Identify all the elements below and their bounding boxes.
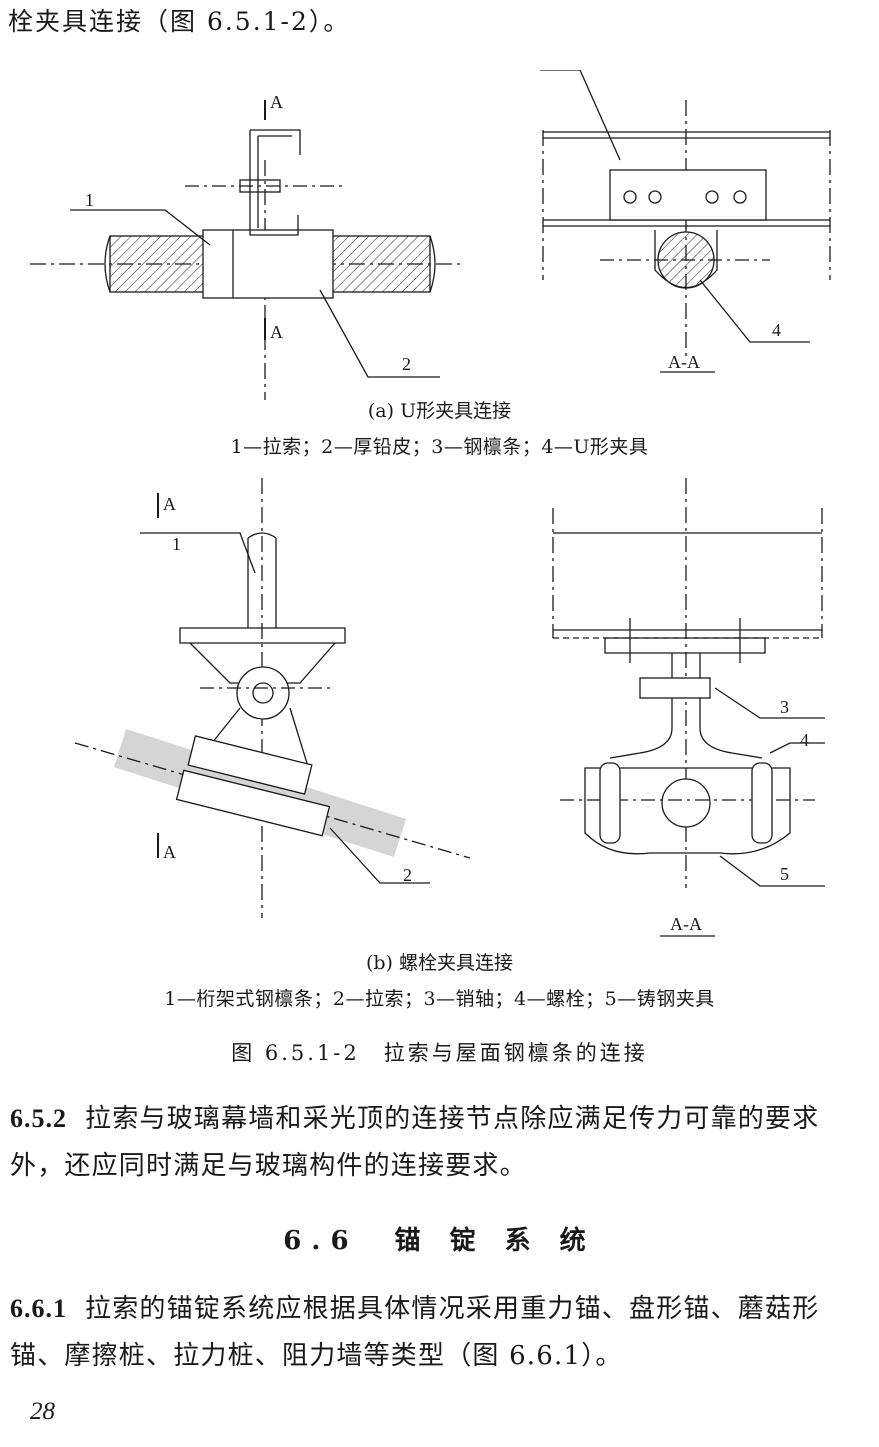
- label-a-2: 2: [402, 354, 411, 374]
- label-b-5: 5: [780, 864, 789, 884]
- clause-number: 6.6.1: [10, 1294, 67, 1323]
- figure-a-caption: (a) U形夹具连接: [367, 400, 512, 422]
- label-b-section-top: A: [163, 494, 176, 514]
- figure-b-caption: (b) 螺栓夹具连接: [365, 952, 514, 974]
- label-b-section-bottom: A: [163, 842, 176, 862]
- page-number: 28: [30, 1398, 55, 1425]
- figure-caption: 图 6.5.1-2 拉索与屋面钢檩条的连接: [231, 1041, 648, 1065]
- label-a-section-bottom: A: [270, 322, 283, 342]
- label-b-3: 3: [780, 697, 789, 717]
- figure-a-legend: 1—拉索；2—厚铅皮；3—钢檩条；4—U形夹具: [230, 436, 649, 458]
- clause-number: 6.5.2: [10, 1104, 67, 1133]
- figure-b-legend: 1—桁架式钢檩条；2—拉索；3—销轴；4—螺栓；5—铸钢夹具: [164, 988, 715, 1010]
- label-a-1: 1: [85, 190, 94, 210]
- figure-a-drawing: A A 1 2 3 4 A-A: [30, 70, 831, 400]
- label-a-section-name: A-A: [668, 352, 700, 372]
- label-b-1: 1: [172, 534, 181, 554]
- section-title-6-6: 6.6 锚 锭 系 统: [283, 1226, 596, 1256]
- clause-text: 拉索与玻璃幕墙和采光顶的连接节点除应满足传力可靠的要求外，还应同时满足与玻璃构件…: [10, 1104, 820, 1181]
- continued-text-line: 栓夹具连接（图 6.5.1-2）。: [8, 7, 351, 36]
- label-b-section-name: A-A: [670, 914, 702, 934]
- figure-b-drawing: A A 1 2 3 4 5 A-A: [74, 478, 825, 937]
- label-b-2: 2: [403, 865, 412, 885]
- label-a-section-top: A: [270, 92, 283, 112]
- clause-text: 拉索的锚锭系统应根据具体情况采用重力锚、盘形锚、蘑菇形锚、摩擦桩、拉力桩、阻力墙…: [10, 1294, 820, 1371]
- label-b-4: 4: [800, 730, 809, 750]
- label-a-4: 4: [772, 320, 781, 340]
